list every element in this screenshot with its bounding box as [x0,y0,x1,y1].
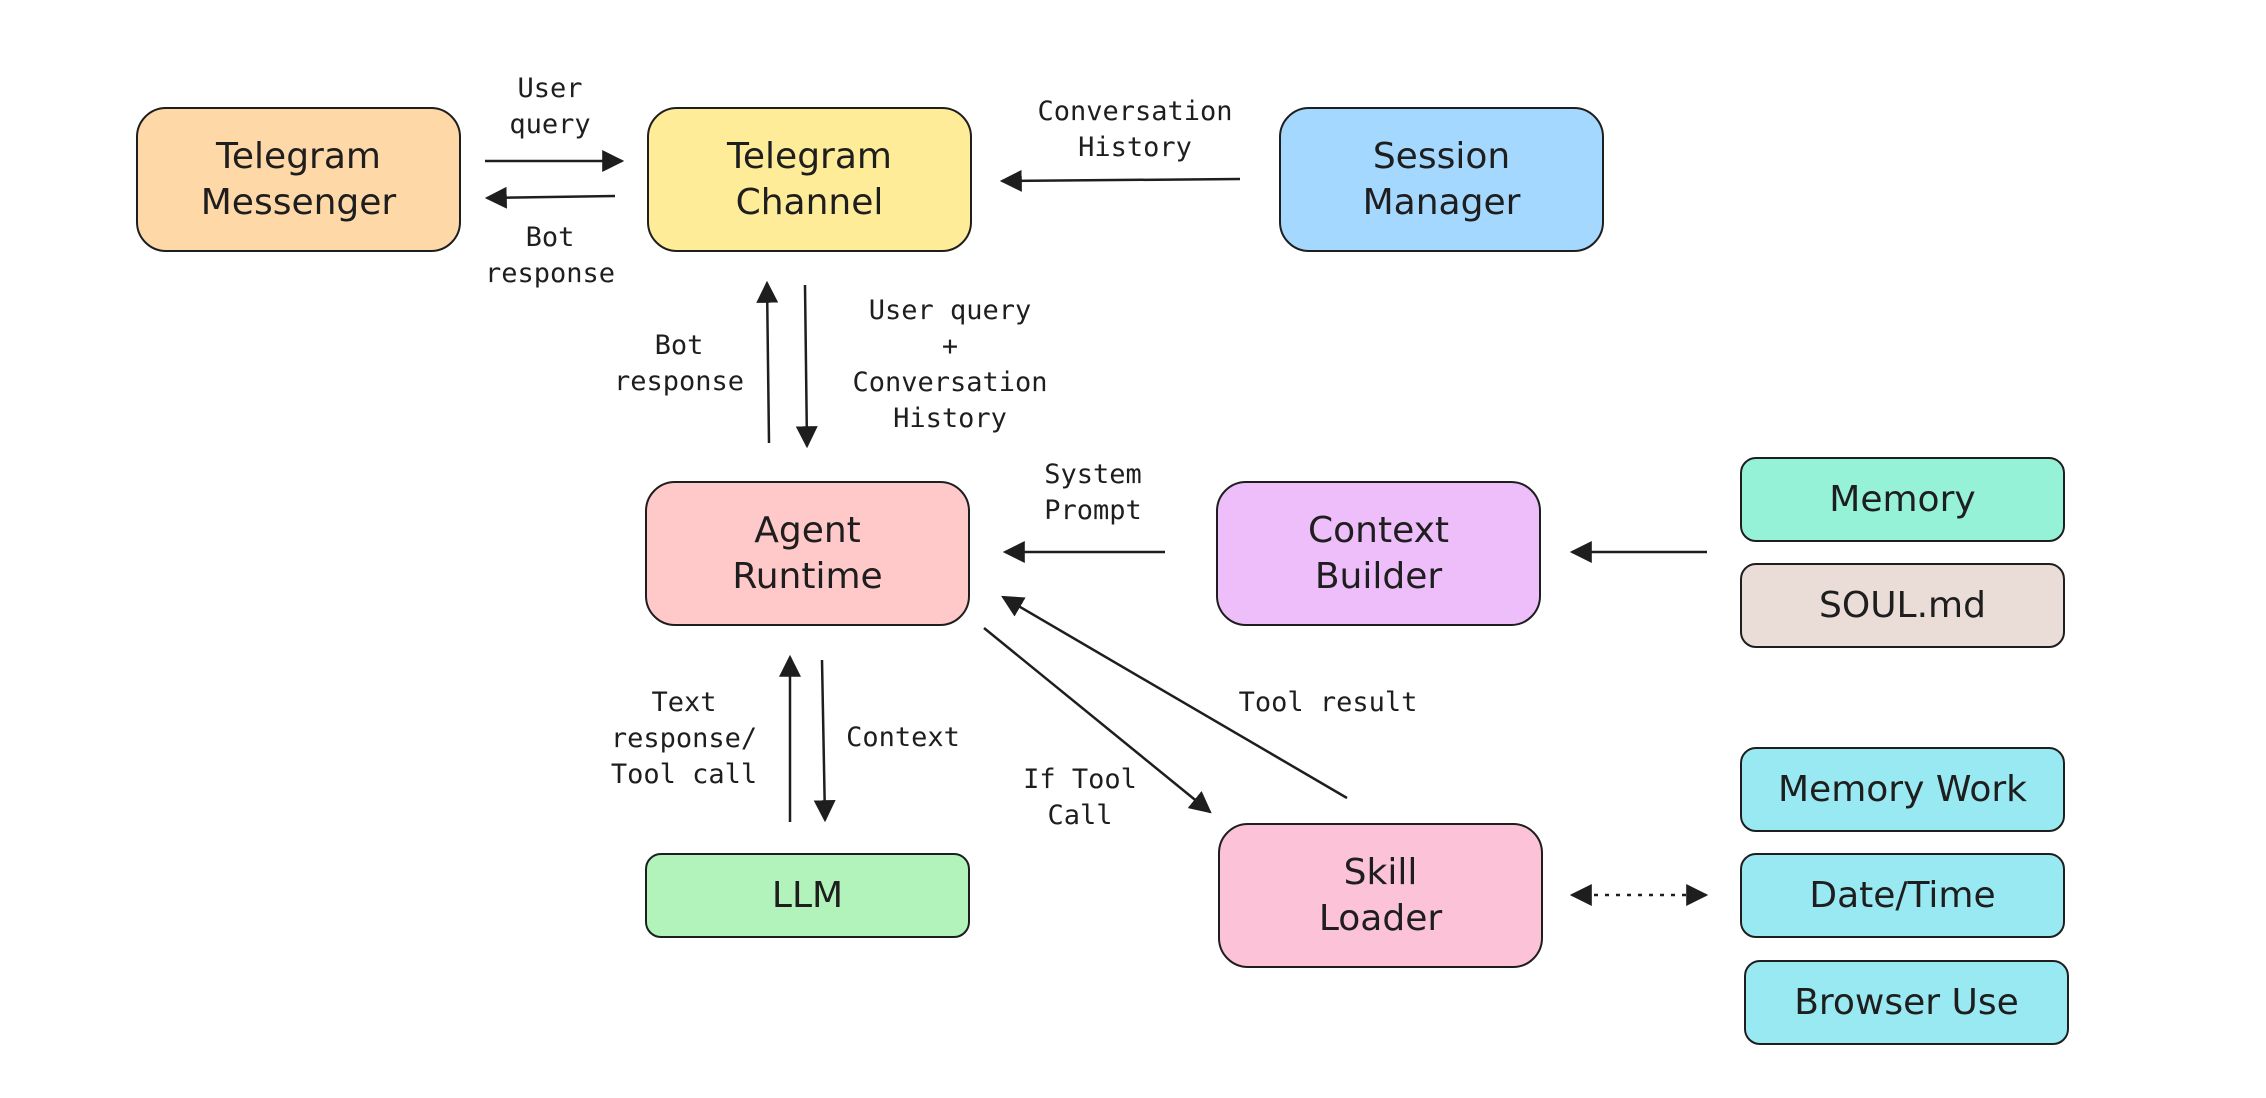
label-user-query-top: User query [509,73,591,140]
arrow-session-to-channel [999,169,1241,192]
arrow-runtime-to-channel [756,280,779,444]
node-telegram-messenger: Telegram Messenger [136,107,461,252]
node-memory-work: Memory Work [1740,747,2065,832]
node-context-builder: Context Builder [1216,481,1541,626]
label-bot-response-top: Bot response [484,222,616,289]
node-browser-use: Browser Use [1744,960,2069,1045]
node-skill-loader: Skill Loader [1218,823,1543,968]
label-if-tool-call: If Tool Call [1023,764,1137,831]
label-bot-response-mid: Bot response [613,330,745,397]
node-telegram-channel: Telegram Channel [647,107,972,252]
label-user-query-plus-history: User query + Conversation History [852,295,1048,434]
label-tool-result: Tool result [1238,687,1418,718]
node-memory: Memory [1740,457,2065,542]
arrow-channel-to-runtime [795,284,818,449]
node-llm: LLM [645,853,970,938]
arrow-skill-loader-to-runtime [1001,595,1348,800]
label-conversation-history: Conversation History [1037,96,1233,163]
node-date-time: Date/Time [1740,853,2065,938]
node-agent-runtime: Agent Runtime [645,481,970,626]
node-soul-md: SOUL.md [1740,563,2065,648]
label-context: Context [846,722,960,753]
label-text-response-tool-call: Text response/ Tool call [610,687,758,790]
arrow-runtime-to-skill-loader [983,627,1212,814]
node-session-manager: Session Manager [1279,107,1604,252]
arrow-runtime-to-llm [813,659,836,823]
label-system-prompt: System Prompt [1044,459,1142,526]
arrow-channel-to-messenger [484,186,616,209]
